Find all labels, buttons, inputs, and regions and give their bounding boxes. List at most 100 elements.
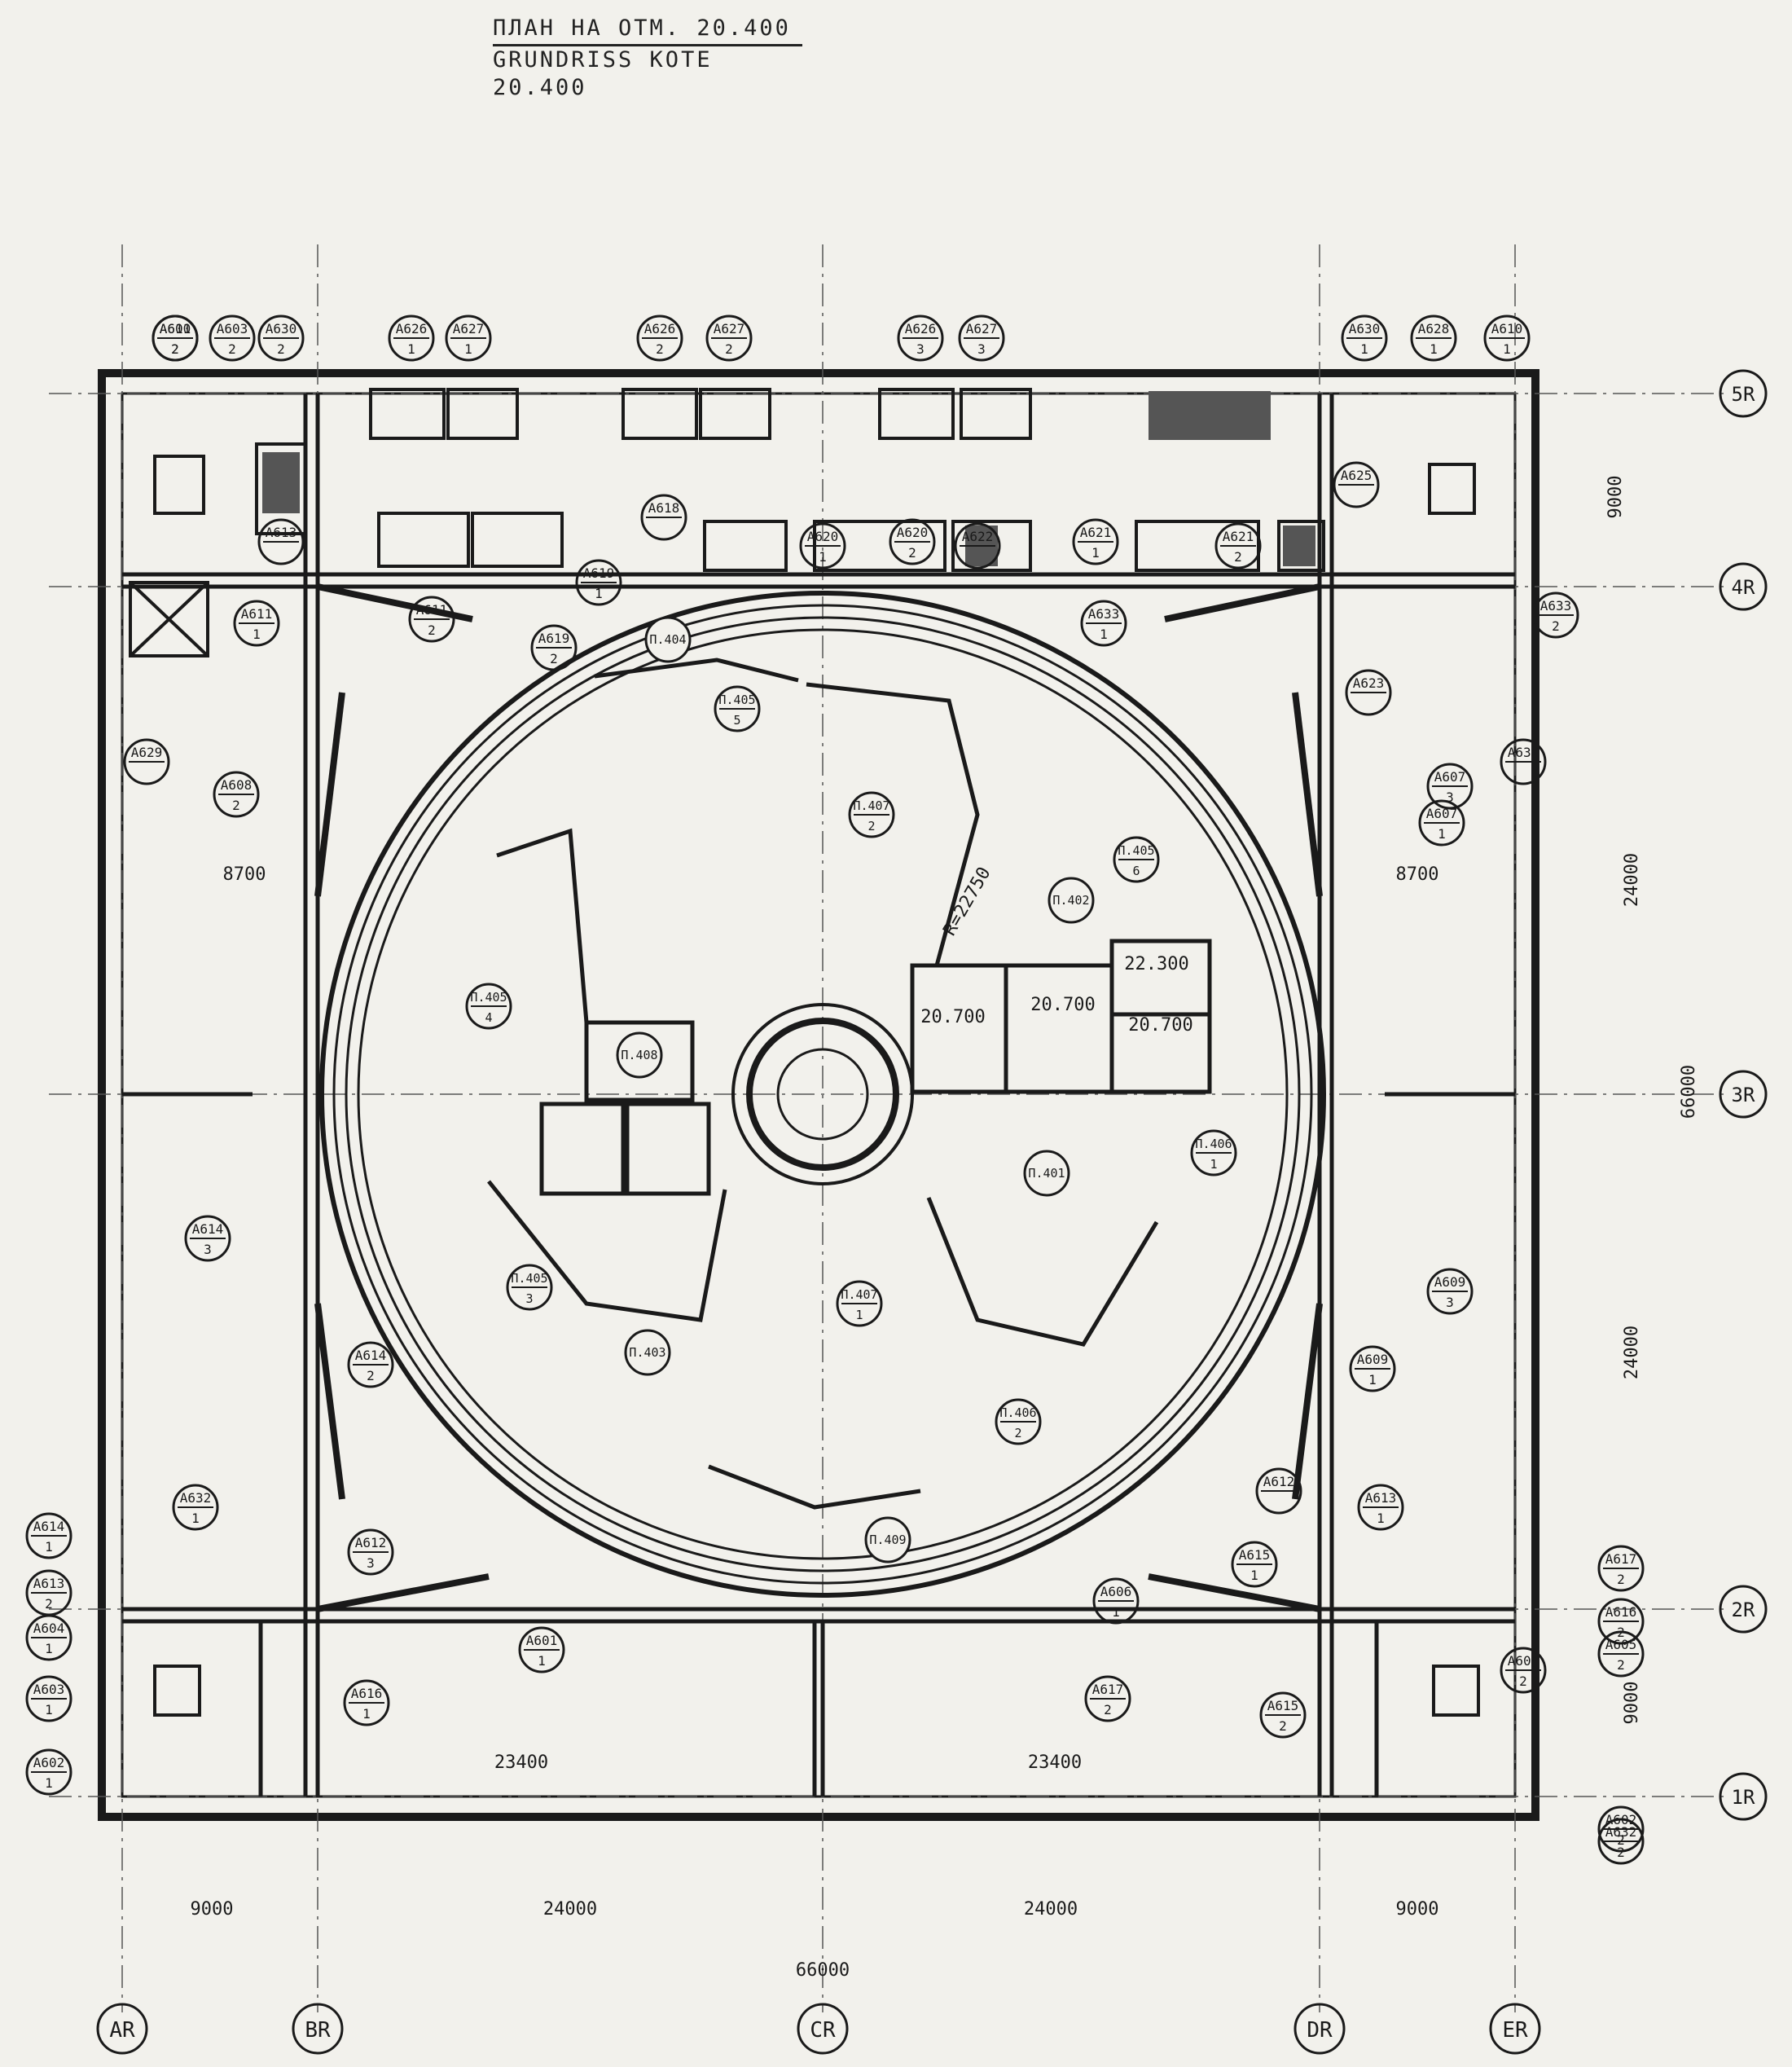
svg-text:П.401: П.401	[1028, 1166, 1065, 1181]
svg-text:A601: A601	[160, 321, 191, 336]
core-rooms	[487, 657, 1212, 1510]
section-tag: A623	[1345, 669, 1392, 716]
svg-text:П.402: П.402	[1052, 893, 1089, 908]
svg-text:1: 1	[464, 341, 472, 357]
svg-text:1: 1	[1091, 545, 1100, 561]
section-tag: A603 2	[209, 314, 256, 362]
svg-text:2: 2	[171, 341, 179, 357]
svg-text:1: 1	[1368, 1372, 1377, 1388]
section-tag: A615 1	[1231, 1541, 1278, 1588]
svg-text:A606: A606	[1100, 1584, 1132, 1599]
svg-text:6: 6	[1132, 864, 1140, 878]
svg-text:П.405: П.405	[718, 693, 755, 707]
svg-text:A617: A617	[1605, 1551, 1637, 1567]
svg-text:A621: A621	[1080, 525, 1112, 540]
svg-text:A623: A623	[1353, 675, 1385, 691]
svg-text:A616: A616	[351, 1686, 383, 1701]
svg-text:П.405: П.405	[470, 990, 507, 1005]
dim-overall: 66000	[796, 1960, 850, 1981]
svg-text:DR: DR	[1307, 2018, 1333, 2043]
svg-text:A615: A615	[1239, 1547, 1271, 1563]
section-tags: A6102A6032A6302A6261A6271A6262A6272A6263…	[25, 314, 1645, 1865]
svg-text:1: 1	[1100, 627, 1108, 642]
svg-text:2: 2	[1104, 1702, 1112, 1717]
level-4: 20.700	[1128, 1015, 1192, 1036]
svg-text:A603: A603	[217, 321, 248, 336]
section-tag: A625	[1333, 461, 1380, 508]
svg-text:1: 1	[45, 1775, 53, 1791]
svg-text:П.403: П.403	[629, 1345, 665, 1360]
svg-text:3: 3	[367, 1555, 375, 1571]
svg-text:A627: A627	[966, 321, 998, 336]
plan-title-de: GRUNDRISS KOTE 20.400	[493, 47, 713, 100]
section-tag: A601 2	[152, 314, 199, 362]
svg-text:BR: BR	[305, 2018, 331, 2043]
svg-text:A613: A613	[266, 525, 297, 540]
svg-text:2: 2	[228, 341, 236, 357]
svg-text:2: 2	[1234, 549, 1242, 565]
level-1: 20.700	[920, 1007, 985, 1027]
svg-text:1: 1	[1250, 1568, 1258, 1583]
svg-text:1: 1	[538, 1653, 546, 1669]
svg-text:A613: A613	[1365, 1490, 1397, 1506]
svg-text:A626: A626	[905, 321, 937, 336]
svg-text:A608: A608	[221, 777, 253, 793]
svg-text:A620: A620	[807, 529, 839, 544]
svg-text:A610: A610	[1491, 321, 1523, 336]
dimension-labels: 66000 9000 24000 24000 9000 8700 8700 23…	[191, 476, 1699, 1981]
svg-text:2: 2	[367, 1368, 375, 1383]
dim-span-3: 24000	[1024, 1899, 1078, 1920]
core-tag: П.401	[1023, 1150, 1070, 1197]
core-tag: П.404	[644, 616, 692, 663]
svg-text:A613: A613	[33, 1576, 65, 1591]
svg-text:A619: A619	[538, 631, 570, 646]
svg-text:2: 2	[656, 341, 664, 357]
svg-text:1: 1	[45, 1641, 53, 1656]
svg-text:3R: 3R	[1732, 1084, 1755, 1106]
svg-text:1: 1	[1210, 1157, 1217, 1172]
svg-text:П.409: П.409	[869, 1533, 906, 1547]
section-tag: A622	[954, 522, 1001, 570]
svg-text:П.406: П.406	[999, 1405, 1036, 1420]
svg-text:A627: A627	[714, 321, 745, 336]
svg-text:A626: A626	[396, 321, 428, 336]
section-tag: A627 2	[705, 314, 753, 362]
dim-bay-left: 8700	[223, 864, 266, 885]
svg-text:1: 1	[362, 1706, 371, 1722]
svg-text:A630: A630	[266, 321, 297, 336]
svg-text:A616: A616	[1605, 1604, 1637, 1620]
axis-bubble-col: AR	[96, 2003, 148, 2055]
svg-text:A607: A607	[1434, 769, 1466, 785]
svg-text:2: 2	[550, 651, 558, 666]
level-3: 22.300	[1124, 954, 1188, 974]
svg-text:2: 2	[725, 341, 733, 357]
svg-text:1: 1	[1438, 826, 1446, 842]
core-tag: П.409	[864, 1516, 911, 1563]
svg-text:П.408: П.408	[621, 1048, 657, 1062]
svg-text:A615: A615	[1267, 1698, 1299, 1713]
dim-inner-right: 23400	[1028, 1753, 1082, 1773]
svg-text:A602: A602	[33, 1755, 65, 1770]
svg-text:A614: A614	[192, 1221, 224, 1237]
svg-text:П.405: П.405	[511, 1271, 547, 1286]
svg-text:A628: A628	[1418, 321, 1450, 336]
svg-text:2: 2	[1519, 1673, 1527, 1689]
section-tag: A602 1	[25, 1748, 72, 1796]
axis-bubble-row: 2R	[1719, 1585, 1768, 1634]
section-tag: A616 1	[343, 1679, 390, 1726]
